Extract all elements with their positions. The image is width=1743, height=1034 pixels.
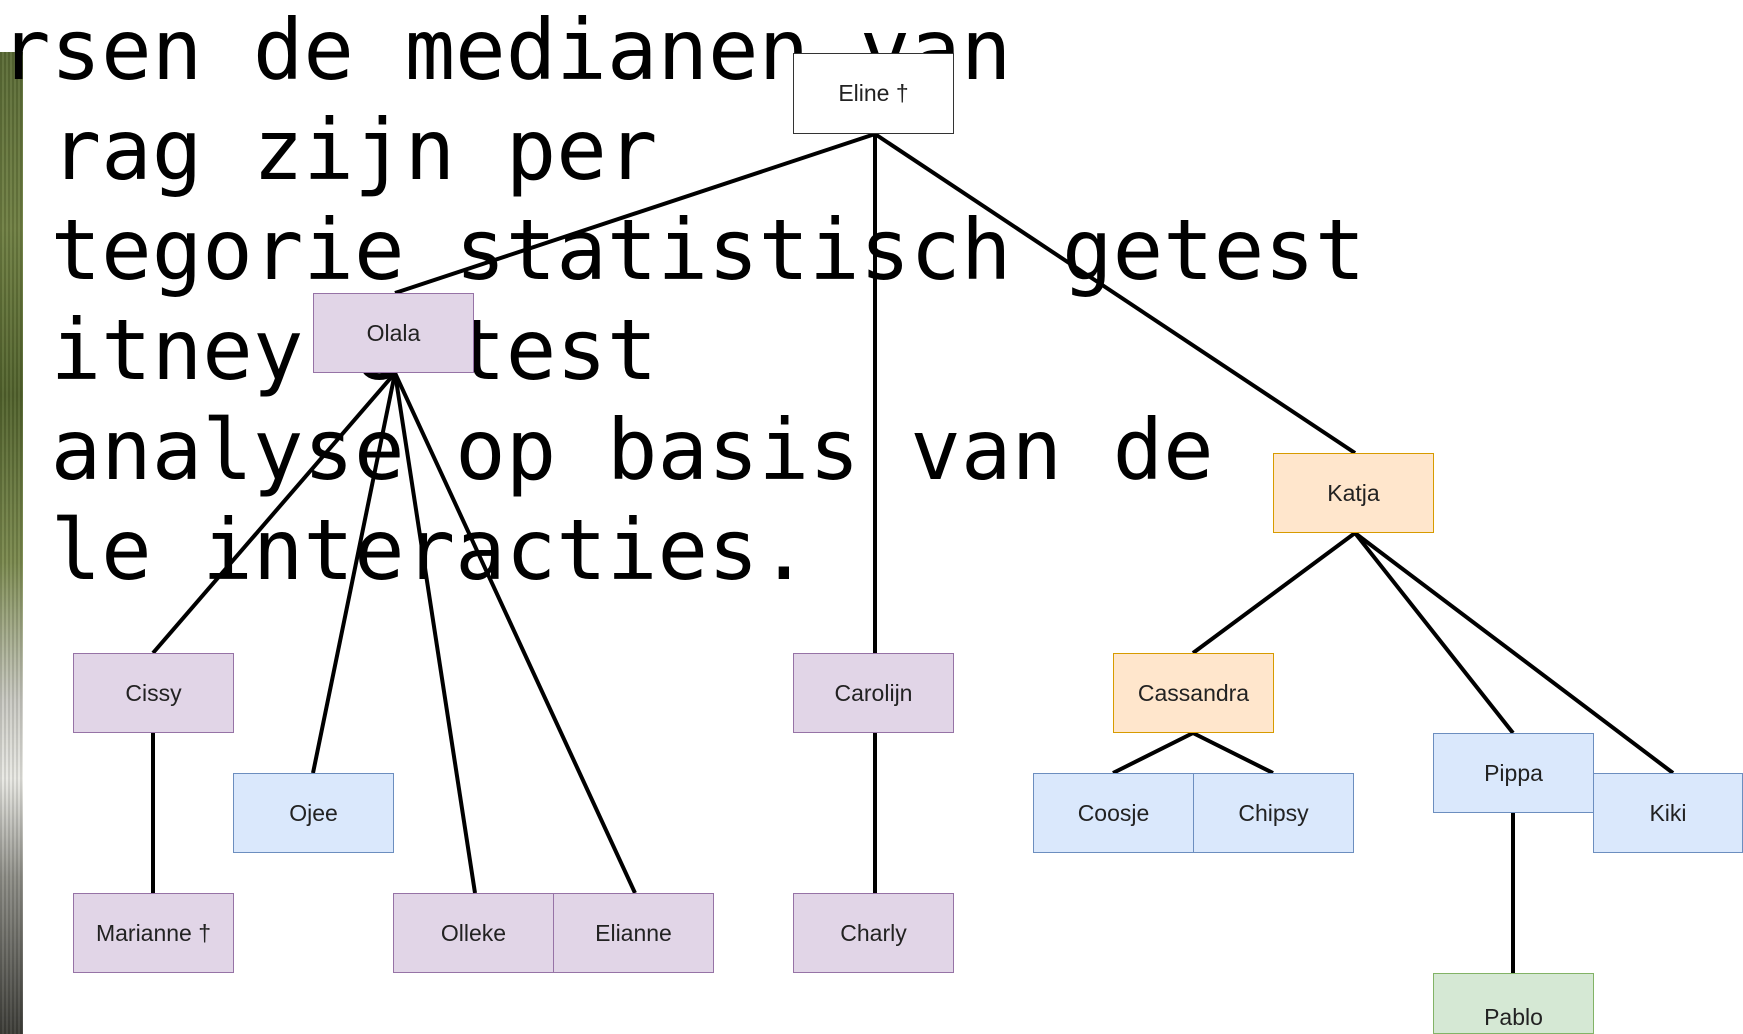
edge-katja-kiki — [1353, 531, 1675, 775]
edge-cassandra-chipsy — [1192, 731, 1274, 775]
node-label: Cissy — [125, 679, 182, 706]
node-olala: Olala — [313, 293, 474, 373]
node-label: Katja — [1327, 479, 1380, 506]
node-cassandra: Cassandra — [1113, 653, 1274, 733]
edge-katja-pippa — [1353, 531, 1515, 735]
node-pablo: Pablo — [1433, 973, 1594, 1034]
node-chipsy: Chipsy — [1193, 773, 1354, 853]
overlay-text-line: rsen de medianen van — [0, 1, 1012, 99]
overlay-text-line: analyse op basis van de — [0, 401, 1214, 499]
node-carolijn: Carolijn — [793, 653, 954, 733]
node-label: Coosje — [1077, 799, 1150, 826]
node-cissy: Cissy — [73, 653, 234, 733]
node-label: Carolijn — [834, 679, 913, 706]
edge-eline-olala — [394, 132, 876, 295]
node-label: Eline † — [838, 80, 909, 106]
background-photo-strip — [0, 52, 23, 1034]
edge-olala-cissy — [151, 371, 397, 655]
edge-cassandra-coosje — [1112, 731, 1194, 775]
edge-olala-elianne — [393, 372, 637, 894]
node-marianne: Marianne † — [73, 893, 234, 973]
node-charly: Charly — [793, 893, 954, 973]
edge-eline-katja — [873, 132, 1357, 455]
node-label: Charly — [840, 919, 907, 946]
node-katja: Katja — [1273, 453, 1434, 533]
node-label: Olala — [366, 319, 421, 346]
edge-katja-cassandra — [1191, 531, 1357, 655]
node-label: Elianne — [595, 919, 672, 946]
node-label: Cassandra — [1137, 679, 1250, 706]
node-ojee: Ojee — [233, 773, 394, 853]
node-pippa: Pippa — [1433, 733, 1594, 813]
overlay-text-block: rsen de medianen van rag zijn per tegori… — [0, 0, 1365, 600]
node-label: Pablo — [1484, 1004, 1543, 1030]
node-elianne: Elianne — [553, 893, 714, 973]
node-olleke: Olleke — [393, 893, 554, 973]
overlay-text-line: rag zijn per — [0, 101, 658, 199]
edge-olala-ojee — [311, 372, 397, 774]
node-kiki: Kiki — [1593, 773, 1743, 853]
node-label: Marianne † — [95, 919, 212, 946]
node-eline: Eline † — [793, 53, 954, 134]
node-label: Olleke — [440, 919, 507, 946]
overlay-text-line: le interacties. — [0, 501, 810, 599]
overlay-text-line: tegorie statistisch getest — [0, 201, 1366, 299]
node-label: Chipsy — [1238, 799, 1309, 826]
node-label: Kiki — [1649, 799, 1687, 826]
node-label: Ojee — [289, 799, 338, 826]
node-label: Pippa — [1484, 759, 1543, 786]
edge-olala-olleke — [393, 372, 477, 894]
node-coosje: Coosje — [1033, 773, 1194, 853]
